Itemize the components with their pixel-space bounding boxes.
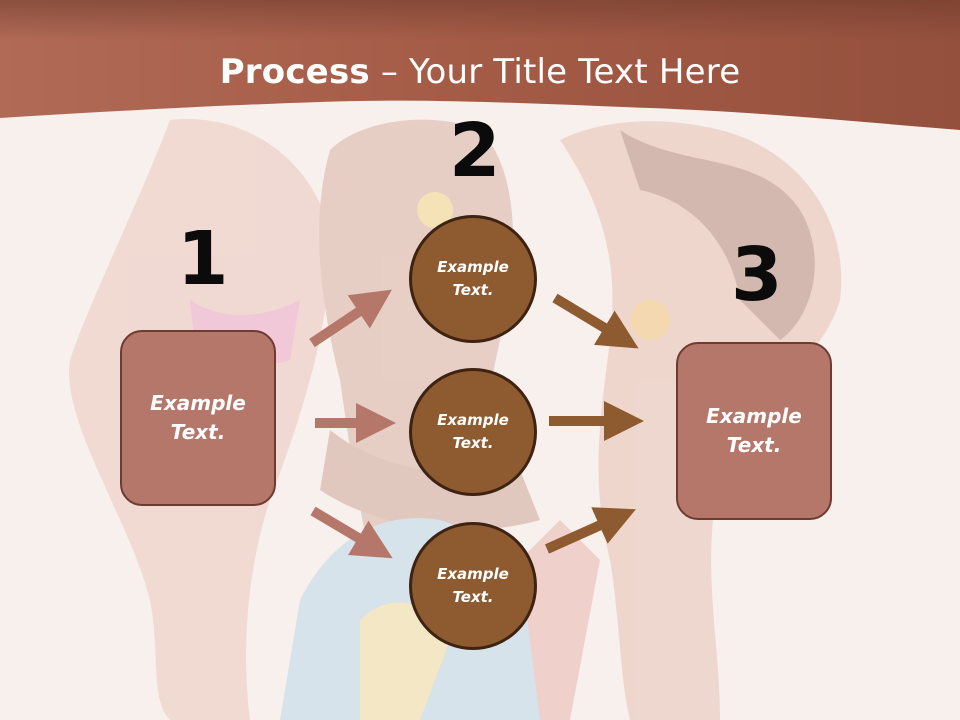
- middle-circle-label: Example Text.: [437, 411, 509, 452]
- title-bold: Process: [219, 52, 370, 92]
- top-circle-label: Example Text.: [437, 258, 509, 299]
- middle-circle: Example Text.: [409, 368, 537, 496]
- right-box-label: Example Text.: [706, 404, 802, 457]
- title-rest: – Your Title Text Here: [369, 52, 741, 92]
- step-number-1: 1: [177, 216, 229, 302]
- slide-title: Process – Your Title Text Here: [0, 52, 960, 92]
- left-text-box: Example Text.: [120, 330, 276, 506]
- step-number-3: 3: [731, 232, 783, 318]
- step-number-2: 2: [449, 108, 501, 194]
- bottom-circle: Example Text.: [409, 522, 537, 650]
- left-box-label: Example Text.: [150, 391, 246, 444]
- right-text-box: Example Text.: [676, 342, 832, 520]
- bottom-circle-label: Example Text.: [437, 565, 509, 606]
- top-circle: Example Text.: [409, 215, 537, 343]
